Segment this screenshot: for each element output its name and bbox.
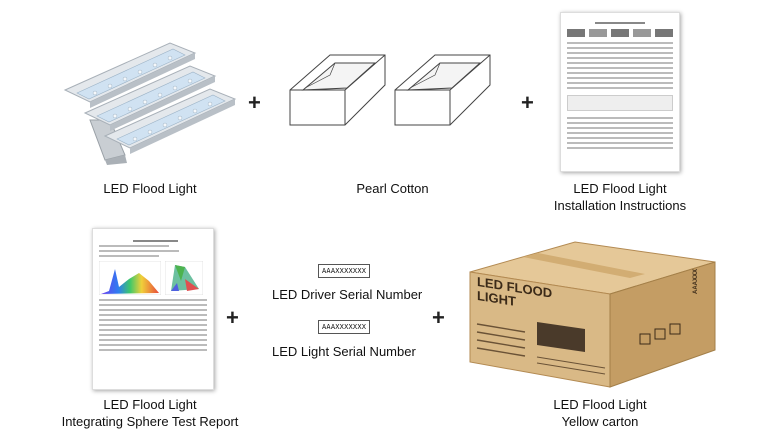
carton-side-code: AAAXXX	[693, 269, 699, 294]
carton-title-line2: LIGHT	[477, 288, 516, 309]
driver-serial-label: LED Driver Serial Number	[272, 287, 423, 302]
test-report-image	[92, 228, 214, 390]
caption-led-flood-light: LED Flood Light	[103, 181, 197, 196]
light-serial-label: LED Light Serial Number	[272, 344, 416, 359]
installation-instructions-image	[560, 12, 680, 172]
plus-sign: +	[248, 90, 261, 115]
spectrum-chart-icon	[99, 261, 161, 295]
chromaticity-diagram-icon	[165, 261, 203, 295]
driver-serial-code: AAAXXXXXXX	[318, 264, 371, 278]
caption-test-report: LED Flood Light Integrating Sphere Test …	[61, 397, 239, 429]
light-serial-code: AAAXXXXXXX	[318, 320, 371, 334]
pearl-cotton-image	[285, 45, 500, 145]
caption-pearl-cotton: Pearl Cotton	[356, 181, 429, 196]
plus-sign: +	[226, 305, 239, 330]
led-flood-light-image	[55, 35, 245, 165]
caption-installation-instructions: LED Flood Light Installation Instruction…	[553, 181, 687, 213]
plus-sign: +	[432, 305, 445, 330]
caption-yellow-carton: LED Flood Light Yellow carton	[553, 397, 647, 429]
plus-sign: +	[521, 90, 534, 115]
yellow-carton-image: LED FLOOD LIGHT AAAXXX	[465, 232, 720, 392]
